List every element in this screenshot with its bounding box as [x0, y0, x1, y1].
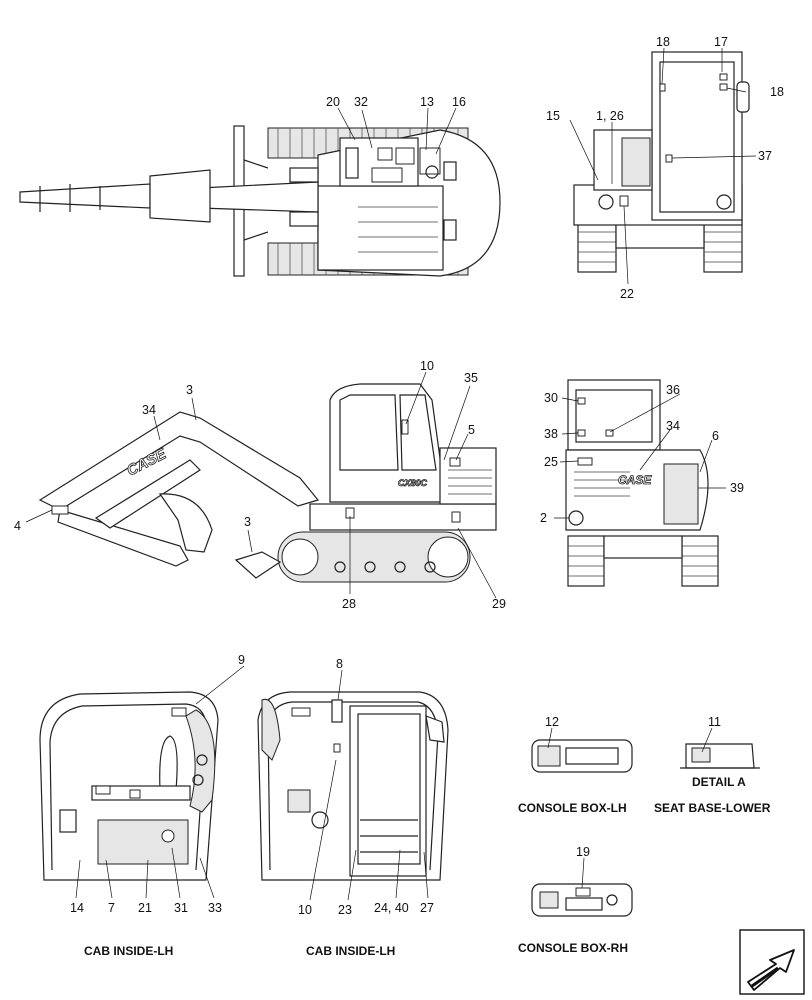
callout-front-18b: 18: [770, 85, 784, 99]
callout-cab-r-27: 27: [420, 901, 434, 915]
callout-seat-base-11: 11: [708, 715, 721, 729]
console-box-lh: 12 CONSOLE BOX-LH: [518, 715, 633, 815]
caption-cab-inside-lh-2: CAB INSIDE-LH: [306, 944, 395, 958]
callout-console-lh-12: 12: [545, 715, 559, 729]
callout-rear-25: 25: [544, 455, 558, 469]
callout-top-16: 16: [452, 95, 466, 109]
side-view: CASE CX80C 3 34 10 35 5 4 3 28 29: [14, 359, 506, 611]
seat-base-lower: 11 DETAIL A SEAT BASE-LOWER: [654, 715, 771, 815]
cab-inside-left: 9 14 7 21 31 33 CAB INSIDE-LH: [39, 653, 245, 958]
callout-front-1-26: 1, 26: [596, 109, 624, 123]
callout-front-15: 15: [546, 109, 560, 123]
callout-rear-30: 30: [544, 391, 558, 405]
callout-side-28: 28: [342, 597, 356, 611]
callout-rear-38: 38: [544, 427, 558, 441]
callout-side-35: 35: [464, 371, 478, 385]
callout-rear-6: 6: [712, 429, 719, 443]
caption-detail-a: DETAIL A: [692, 775, 746, 789]
callout-cab-l-14: 14: [70, 901, 84, 915]
callout-side-10: 10: [420, 359, 434, 373]
callout-top-13: 13: [420, 95, 434, 109]
callout-side-5: 5: [468, 423, 475, 437]
callout-side-29: 29: [492, 597, 506, 611]
callout-front-22: 22: [620, 287, 634, 301]
callout-side-3b: 3: [244, 515, 251, 529]
rear-logo: CASE: [618, 473, 652, 487]
callout-cab-l-21: 21: [138, 901, 152, 915]
callout-front-37: 37: [758, 149, 772, 163]
caption-console-box-lh: CONSOLE BOX-LH: [518, 801, 627, 815]
callout-side-34: 34: [142, 403, 156, 417]
callout-rear-39: 39: [730, 481, 744, 495]
callout-console-rh-19: 19: [576, 845, 590, 859]
top-view: 20 32 13 16: [19, 95, 501, 277]
callout-top-20: 20: [326, 95, 340, 109]
caption-seat-base-lower: SEAT BASE-LOWER: [654, 801, 771, 815]
cab-inside-right: 8 10 23 24, 40 27 CAB INSIDE-LH: [257, 657, 449, 958]
back-arrow-button[interactable]: [739, 929, 805, 995]
console-box-rh: 19 CONSOLE BOX-RH: [518, 845, 633, 955]
callout-rear-36: 36: [666, 383, 680, 397]
callout-cab-r-23: 23: [338, 903, 352, 917]
rear-view: CASE 30 36 38 34 6 25 39 2: [540, 379, 744, 587]
callout-cab-l-33: 33: [208, 901, 222, 915]
callout-cab-r-10: 10: [298, 903, 312, 917]
callout-front-18a: 18: [656, 35, 670, 49]
callout-cab-l-9: 9: [238, 653, 245, 667]
callout-cab-r-8: 8: [336, 657, 343, 671]
callout-front-17: 17: [714, 35, 728, 49]
callout-cab-l-7: 7: [108, 901, 115, 915]
callout-rear-2: 2: [540, 511, 547, 525]
caption-cab-inside-lh-1: CAB INSIDE-LH: [84, 944, 173, 958]
callout-side-3a: 3: [186, 383, 193, 397]
callout-side-4: 4: [14, 519, 21, 533]
front-view: 18 17 18 15 1, 26 37 22: [546, 35, 784, 301]
callout-top-32: 32: [354, 95, 368, 109]
callout-cab-r-24-40: 24, 40: [374, 901, 409, 915]
caption-console-box-rh: CONSOLE BOX-RH: [518, 941, 628, 955]
callout-cab-l-31: 31: [174, 901, 188, 915]
callout-rear-34: 34: [666, 419, 680, 433]
cab-model-badge: CX80C: [398, 478, 428, 488]
